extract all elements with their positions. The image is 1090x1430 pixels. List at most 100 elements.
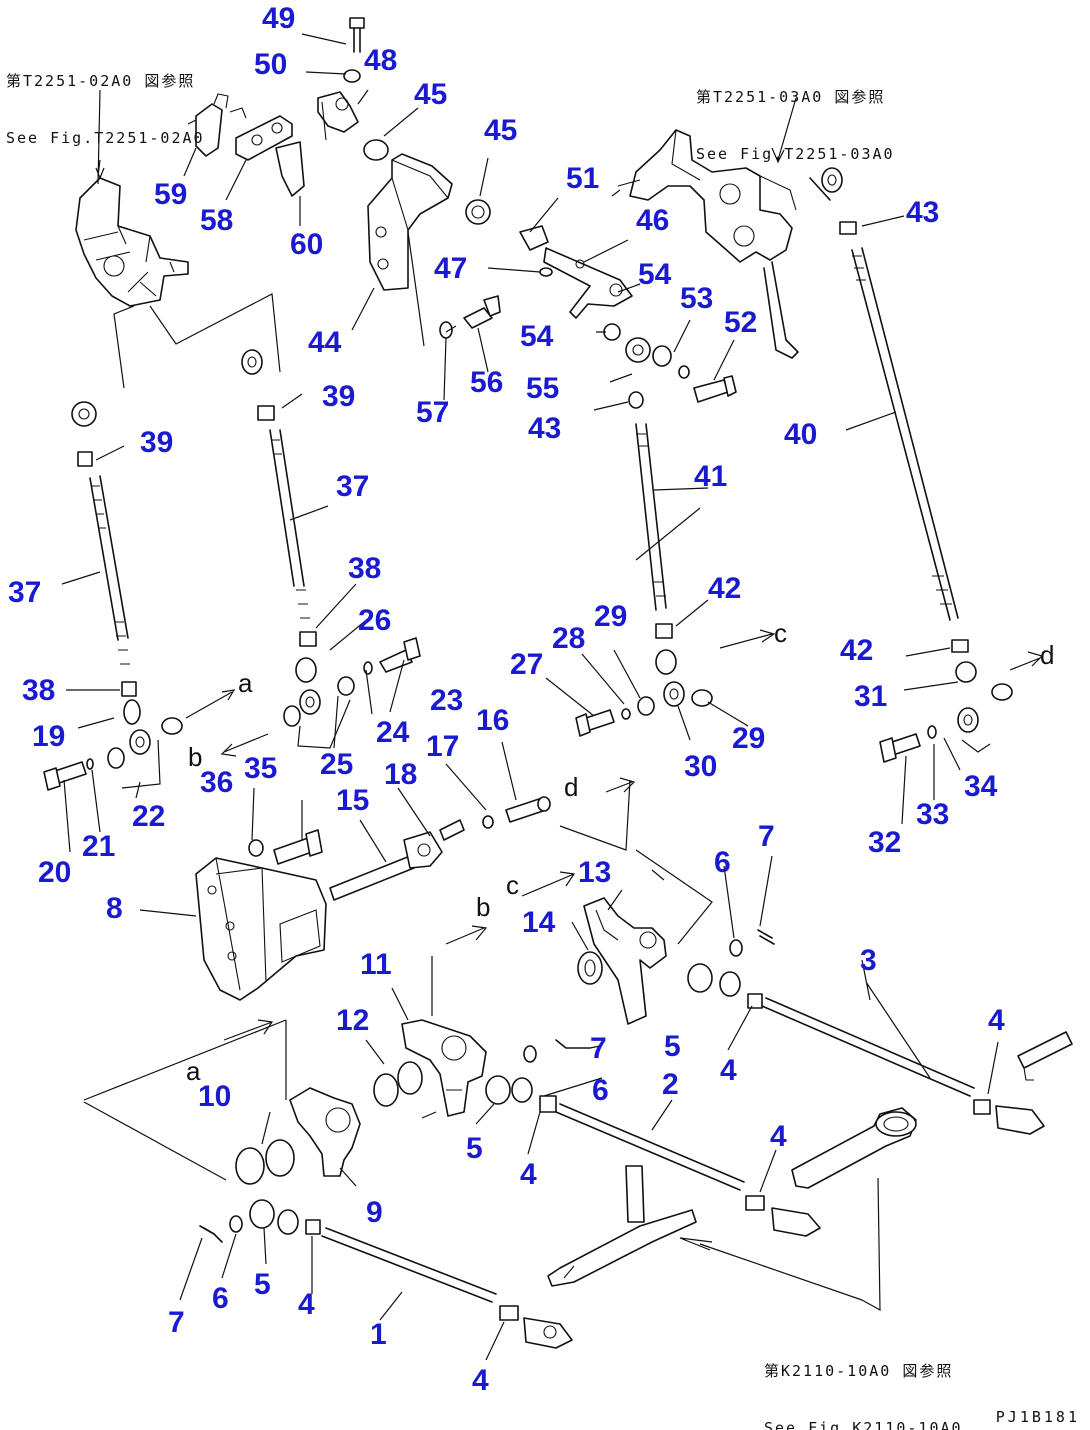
part-label: 44 [308,326,342,359]
part-label: 39 [140,426,173,459]
part-label: 49 [262,2,295,35]
part-label: 50 [254,48,287,81]
part-label: 42 [840,634,873,667]
part-label: 13 [578,856,611,889]
connector-letter: a [186,1056,201,1086]
part-label: 5 [466,1132,483,1165]
rod-40 [839,221,977,683]
ref-note-top-left: 第T2251-02A0 図参照 See Fig.T2251-02A0 [6,34,205,167]
part-label: 58 [200,204,233,237]
part-label: 23 [430,684,463,717]
part-label: 26 [358,604,391,637]
part-label: 46 [636,204,669,237]
part-label: 8 [106,892,123,925]
part-label: 29 [594,600,627,633]
part-label: 28 [552,622,585,655]
part-label: 33 [916,798,949,831]
part-label: 30 [684,750,717,783]
part-label: 32 [868,826,901,859]
part-leaders [61,33,999,1361]
connector-letter: a [238,668,253,698]
part-label: 2 [662,1068,679,1101]
part-label: 37 [336,470,369,503]
part-label: 48 [364,44,397,77]
part-label: 4 [988,1004,1005,1037]
ref-note-jp: 第T2251-02A0 図参照 [6,72,196,90]
part-label: 34 [964,770,998,803]
drawing-code: PJ1B181 [995,1408,1080,1426]
part-label: 45 [484,114,517,147]
connector-letter: d [564,772,578,802]
part-label: 6 [592,1074,609,1107]
connector-letter-labels: a a b b c c d d [186,618,1054,1086]
shaft-15 [329,796,551,901]
connector-arrows [185,629,1044,1041]
part-label: 57 [416,396,449,429]
bolt-56-57 [439,295,501,339]
part-label: 19 [32,720,65,753]
frame-outline-upper-left [113,293,281,389]
bracket-44 [367,153,491,291]
part-label: 9 [366,1196,383,1229]
part-label: 1 [370,1318,387,1351]
lever-46 [487,225,633,319]
ref-note-en: See Fig.T2251-02A0 [6,129,205,147]
rod-2 [485,1045,821,1237]
ref-note-jp: 第T2251-03A0 図参照 [696,88,886,106]
part-label: 42 [708,572,741,605]
part-label: 51 [566,162,599,195]
part-label: 35 [244,752,277,785]
part-label: 16 [476,704,509,737]
ref-note-en: See Fig.T2251-03A0 [696,145,895,163]
part-label: 15 [336,784,369,817]
part-label: 10 [198,1080,231,1113]
part-number-labels: 1 2 3 4 4 4 4 4 4 5 5 5 6 6 6 7 7 7 8 9 … [8,2,1005,1397]
rod-end-30 [575,649,713,737]
part-label: 43 [906,196,939,229]
connector-letter: c [506,870,519,900]
cotter-pin-7a [199,1225,223,1243]
part-label: 6 [212,1282,229,1315]
part-label: 5 [664,1030,681,1063]
rod-end-31 [879,683,1013,763]
part-label: 17 [426,730,459,763]
connector-letter: d [1040,640,1054,670]
phantom-link-lines [83,231,991,1181]
part-label: 4 [770,1120,787,1153]
part-label: 27 [510,648,543,681]
ref-leader-top-left [97,89,101,185]
part-label: 60 [290,228,323,261]
part-label: 3 [860,944,877,977]
part-label: 5 [254,1268,271,1301]
connector-letter: b [476,892,490,922]
part-label: 4 [520,1158,537,1191]
bracket-8 [195,857,327,1001]
part-label: 47 [434,252,467,285]
ref-leader-top-right [771,97,797,164]
cotter-pin-7b [555,1039,591,1049]
ref-leader-bottom-right [679,1177,881,1312]
rod-37-center [241,349,317,647]
part-label: 24 [376,716,410,749]
rod-3 [687,939,1045,1135]
part-label: 36 [200,766,233,799]
part-label: 54 [638,258,672,291]
part-label: 29 [732,722,765,755]
lever-13 [577,897,667,1025]
part-label: 40 [784,418,817,451]
rod-end-19 [43,699,183,791]
upper-left-bracket [75,159,189,307]
connector-letter: c [774,618,787,648]
part-label: 12 [336,1004,369,1037]
bolt-49-assembly [317,17,389,161]
part-label: 22 [132,800,165,833]
part-label: 38 [22,674,55,707]
ref-note-bottom-right: 第K2110-10A0 図参照 See Fig.K2110-10A0 [764,1324,963,1430]
bolt-35 [248,829,323,865]
part-label: 43 [528,412,561,445]
part-label: 21 [82,830,115,863]
ref-note-top-right: 第T2251-03A0 図参照 See Fig.T2251-03A0 [696,50,895,183]
lever-group-58-60 [187,93,305,197]
